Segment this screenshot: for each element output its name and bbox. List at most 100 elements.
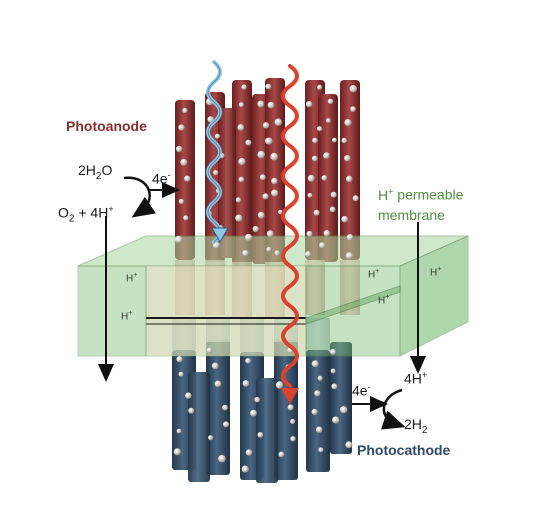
photoanode-label: Photoanode [66, 118, 147, 134]
light-ray-red [281, 64, 299, 388]
photocathode-rods [172, 340, 352, 483]
catalyst-particle [271, 177, 278, 185]
catalyst-particles [173, 83, 359, 473]
catalyst-particle [218, 454, 226, 463]
catalyst-particle [311, 155, 318, 162]
catalyst-particle [237, 124, 245, 131]
cathode-rod [206, 340, 230, 475]
catalyst-particle [350, 106, 356, 112]
catalyst-particle [238, 157, 246, 166]
catalyst-particle [245, 358, 251, 364]
catalyst-particle [305, 101, 313, 108]
catalyst-particle [266, 246, 272, 252]
catalyst-particle [341, 215, 349, 223]
catalyst-particle [257, 211, 265, 219]
catalyst-particle [184, 175, 191, 182]
catalyst-particle [317, 375, 323, 381]
photocathode-label: Photocathode [357, 442, 451, 458]
catalyst-particle [311, 408, 318, 415]
catalyst-particle [175, 145, 183, 153]
catalyst-particle [178, 371, 184, 377]
catalyst-particle [321, 175, 328, 181]
catalyst-particle [180, 158, 188, 166]
catalyst-particle [307, 174, 315, 182]
catalyst-particle [314, 390, 321, 397]
cathode-protons: 4H+ [404, 370, 428, 387]
catalyst-particle [312, 137, 318, 144]
catalyst-particle [245, 139, 252, 146]
catalyst-particle [327, 98, 334, 105]
catalyst-particle [290, 419, 296, 424]
anode-products: O2 + 4H+ [58, 204, 114, 225]
catalyst-particle [344, 155, 351, 162]
catalyst-particle [346, 234, 354, 241]
catalyst-particle [222, 404, 228, 411]
light-ray-blue-arrowhead [211, 227, 229, 244]
catalyst-particle [267, 101, 275, 109]
catalyst-particle [238, 102, 244, 108]
catalyst-particle [178, 124, 185, 131]
catalyst-particle [183, 215, 189, 221]
membrane-label: H+ permeable membrane [378, 186, 464, 223]
catalyst-particle [241, 84, 247, 90]
catalyst-particle [178, 198, 184, 204]
catalyst-particle [323, 152, 330, 159]
catalyst-particle [182, 107, 188, 114]
catalyst-particle [330, 348, 336, 355]
anode-rod [218, 108, 236, 258]
catalyst-particle [274, 118, 282, 126]
catalyst-particle [341, 137, 347, 144]
catalyst-particle [323, 230, 330, 237]
cathode-rod [274, 340, 298, 480]
catalyst-particle [206, 347, 213, 354]
cathode-rod [330, 342, 352, 454]
catalyst-particle [257, 150, 266, 159]
light-ray-blue-outline [207, 61, 221, 243]
catalyst-particle [213, 170, 219, 176]
catalyst-particle [176, 428, 182, 434]
catalyst-particle [266, 230, 274, 238]
catalyst-particle [329, 206, 336, 213]
catalyst-particle [242, 380, 250, 387]
catalyst-particle [331, 383, 338, 390]
catalyst-particle [306, 230, 313, 237]
anode-electrons: 4e- [152, 170, 171, 187]
catalyst-particle [352, 195, 359, 202]
catalyst-particle [214, 133, 220, 139]
anode-rod [318, 94, 338, 262]
catalyst-particle [188, 407, 195, 414]
catalyst-particle [262, 193, 269, 200]
catalyst-particle [319, 242, 326, 249]
cathode-rod [306, 350, 330, 472]
catalyst-particle [346, 175, 353, 183]
cathode-product: 2H2 [404, 416, 428, 436]
catalyst-particle [316, 426, 323, 433]
catalyst-particle [287, 404, 294, 411]
catalyst-particle [274, 250, 280, 256]
catalyst-particle [173, 448, 181, 456]
membrane-ion-label: H+ [430, 266, 442, 279]
catalyst-particle [211, 362, 219, 370]
membrane-ion-label: H+ [126, 272, 138, 285]
membrane-ion-label: H+ [121, 310, 133, 323]
cathode-rod [188, 372, 210, 482]
catalyst-particle [271, 189, 279, 197]
catalyst-particle [241, 465, 249, 473]
catalyst-particle [318, 447, 324, 453]
catalyst-particle [311, 360, 319, 368]
catalyst-particle [265, 83, 272, 90]
catalyst-particle [238, 176, 245, 183]
catalyst-particle [252, 225, 259, 233]
light-ray-red-arrowhead [281, 388, 299, 404]
membrane-ion-label: H+ [378, 294, 390, 307]
catalyst-particle [254, 396, 260, 403]
catalyst-particle [317, 126, 323, 132]
catalyst-particle [223, 421, 229, 428]
catalyst-particle [265, 137, 273, 145]
membrane-label-line2: membrane [378, 206, 445, 223]
membrane-core [146, 266, 306, 356]
catalyst-particle [174, 235, 183, 244]
catalyst-particle [345, 252, 353, 260]
catalyst-particle [275, 381, 284, 389]
catalyst-particle [245, 449, 253, 456]
